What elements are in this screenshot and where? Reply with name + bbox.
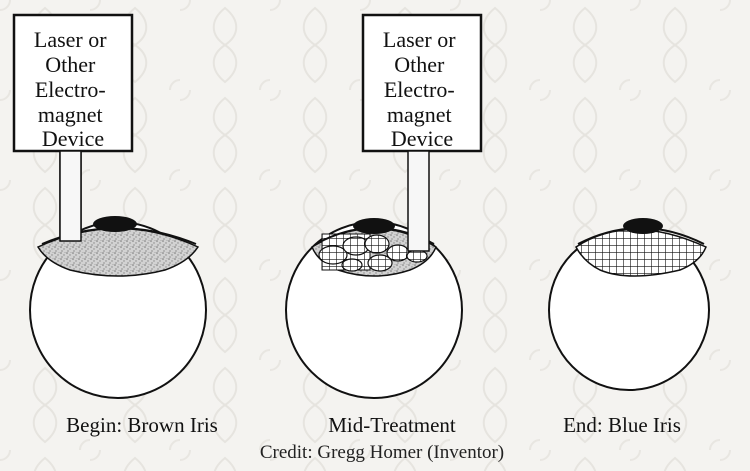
device-label: Laser or Other Electro- magnet Device — [383, 27, 461, 151]
panel-end: End: Blue Iris — [548, 218, 710, 437]
beam-column-front — [59, 150, 82, 242]
pupil — [623, 218, 663, 234]
device-box — [361, 13, 483, 153]
beam-column — [407, 150, 430, 252]
caption-mid: Mid-Treatment — [328, 413, 456, 437]
panel-mid: Laser or Other Electro- magnet Device Mi… — [285, 13, 483, 437]
panel-begin: Laser or Other Electro- magnet Device Be… — [12, 13, 218, 437]
device-box — [12, 13, 134, 153]
caption-end: End: Blue Iris — [563, 413, 681, 437]
pupil — [353, 218, 395, 234]
credit-line: Credit: Gregg Homer (Inventor) — [260, 442, 504, 463]
device-label: Laser or Other Electro- magnet Device — [34, 27, 112, 151]
treated-patches — [318, 233, 428, 272]
caption-begin: Begin: Brown Iris — [66, 413, 218, 437]
pupil — [93, 216, 137, 232]
